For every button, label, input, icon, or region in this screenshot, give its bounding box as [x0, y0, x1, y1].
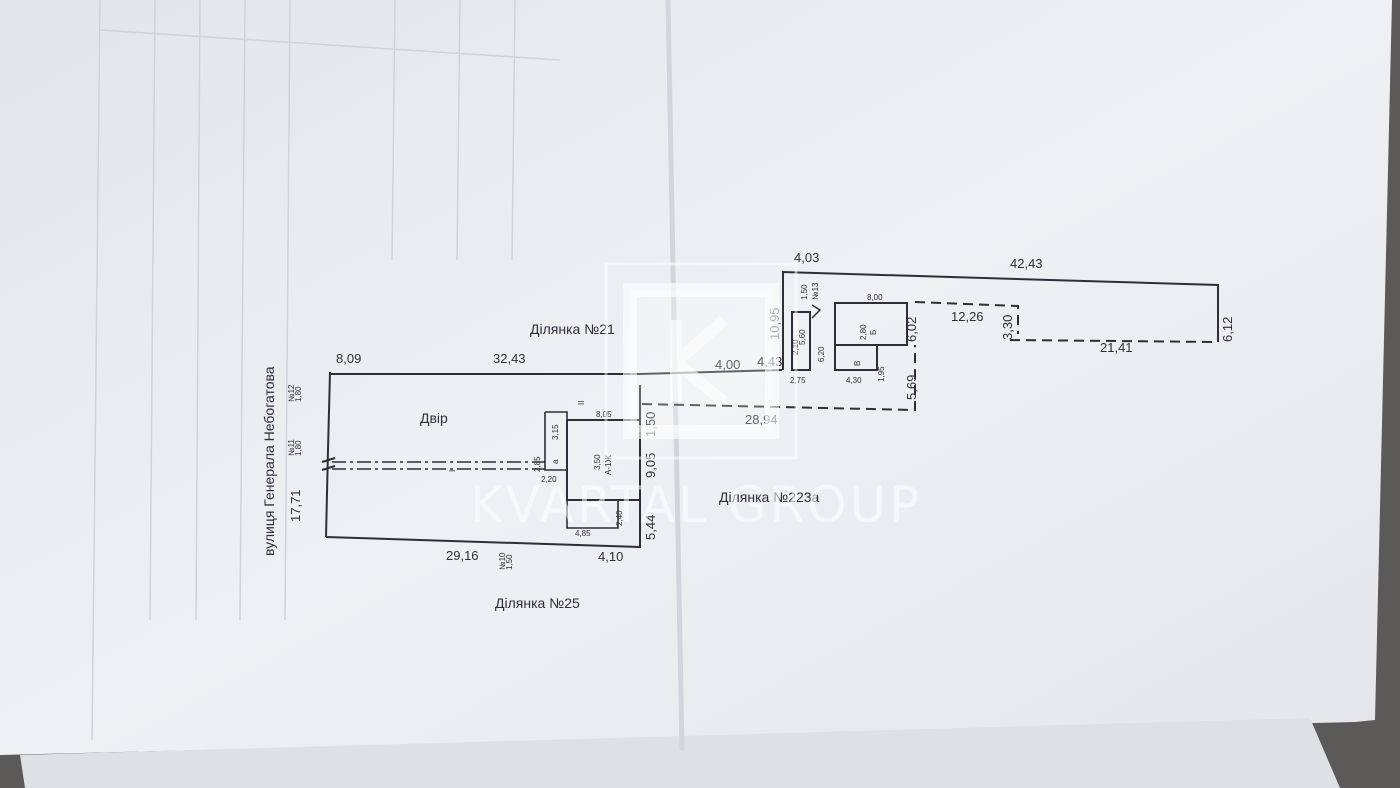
dim-6-12: 6,12	[1220, 317, 1235, 342]
gate-lines	[332, 461, 545, 470]
roman-ii: II	[577, 401, 586, 405]
dim-1-50-top: 1,50	[800, 284, 809, 300]
dim-2-80: 2,80	[859, 324, 868, 340]
annex-outline	[791, 311, 811, 371]
dim-4-30: 4,30	[846, 376, 862, 385]
dim-5-44: 5,44	[643, 515, 658, 540]
watermark-k-icon	[670, 315, 728, 407]
dim-1-95: 1,95	[877, 366, 886, 382]
parcel-223a-label: Ділянка №223а	[719, 489, 820, 505]
dim-17-71: 17,71	[288, 489, 303, 522]
dim-8-09: 8,09	[336, 351, 361, 366]
roman-i: I	[448, 470, 457, 472]
building-a-lower	[566, 500, 619, 529]
building-v-label: В	[853, 361, 862, 366]
dim-29-16: 29,16	[446, 548, 479, 563]
parcel-21-label: Ділянка №21	[530, 321, 615, 337]
dim-5-60: 5,60	[798, 329, 807, 345]
building-a-annex	[544, 411, 568, 471]
form-bleed-lines	[91, 0, 561, 741]
watermark: KVARTAL GROUP	[470, 262, 922, 534]
dim-42-43: 42,43	[1010, 256, 1043, 271]
boundary-east-inner	[914, 301, 1019, 334]
small-a-label: а	[551, 459, 560, 464]
street-name: вулиця Генерала Небогатова	[261, 366, 277, 556]
dim-21-41: 21,41	[1100, 340, 1133, 355]
dim-1-80-a: 1,80	[294, 386, 303, 402]
marker-no11: №11	[287, 439, 296, 456]
dim-2-40: 2,40	[615, 510, 624, 526]
building-v-outline	[834, 344, 878, 371]
parcel-25-label: Ділянка №25	[495, 595, 580, 611]
dim-6-20: 6,20	[817, 346, 826, 362]
dim-4-03: 4,03	[794, 250, 819, 265]
dim-5-69: 5,69	[904, 375, 919, 400]
dim-4-00: 4,00	[715, 357, 740, 372]
dim-3-30: 3,30	[1000, 315, 1015, 340]
building-a-label: А-1Ж	[604, 455, 613, 475]
watermark-logo-box	[623, 283, 779, 439]
dim-8-05: 8,05	[596, 410, 612, 419]
boundary-south-west	[325, 536, 641, 548]
paper-lower-edge	[20, 718, 1340, 788]
boundary-west	[325, 371, 331, 538]
dim-3-50: 3,50	[593, 454, 602, 470]
building-b-label: Б	[869, 330, 878, 335]
boundary-north-east	[782, 270, 1219, 370]
dim-1-80-b: 1,80	[294, 440, 303, 456]
dim-2-20: 2,20	[541, 475, 557, 484]
boundary-north-west	[330, 369, 783, 375]
dim-4-85: 4,85	[575, 529, 591, 538]
dim-4-10: 4,10	[598, 549, 623, 564]
dim-9-05: 9,05	[643, 453, 658, 478]
marker-no10: №10	[498, 552, 507, 570]
marker-no13: №13	[811, 282, 820, 300]
dim-1-50-bottom: 1,50	[505, 554, 514, 570]
marker-no12: №12	[287, 384, 296, 402]
dim-3-15: 3,15	[551, 424, 560, 440]
dim-6-02: 6,02	[904, 317, 919, 342]
dim-8-00: 8,00	[867, 293, 883, 302]
yard-label: Двір	[420, 410, 448, 426]
watermark-logo-frame	[604, 262, 798, 460]
building-a-outline	[566, 419, 641, 501]
watermark-text: KVARTAL GROUP	[470, 476, 922, 534]
dim-2-85: 2,85	[533, 456, 542, 472]
boundary-east-base	[1009, 339, 1219, 343]
dim-12-26: 12,26	[951, 309, 984, 324]
dim-32-43: 32,43	[493, 351, 526, 366]
boundary-south-dashed	[641, 345, 916, 412]
dim-2-75: 2,75	[790, 376, 806, 385]
site-plan	[321, 270, 1219, 548]
